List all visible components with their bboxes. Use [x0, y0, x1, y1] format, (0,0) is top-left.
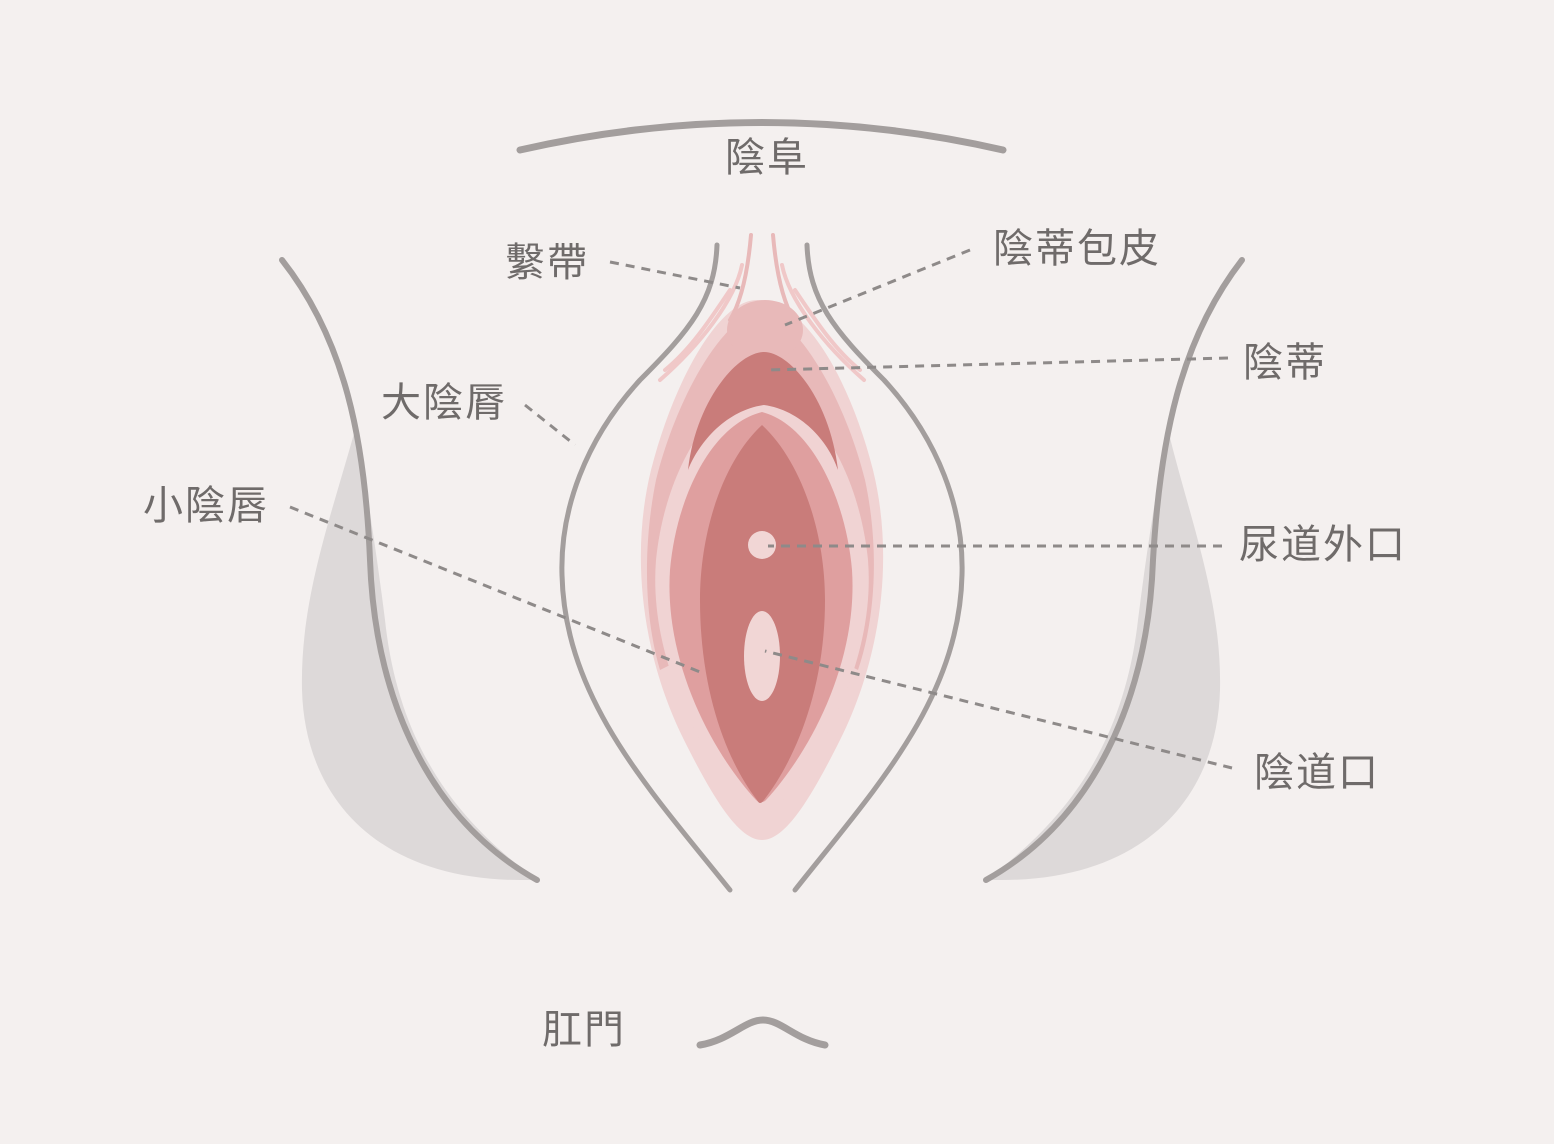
- left-thigh-outline: [279, 257, 540, 883]
- leader-frenulum: [609, 260, 741, 290]
- frenulum-strand: [771, 233, 796, 322]
- labia-majora-left: [559, 242, 733, 893]
- mons-arc: [516, 119, 1007, 154]
- clitoral-glans: [688, 352, 838, 470]
- right-thigh-outline: [983, 257, 1245, 883]
- frenulum-strand: [658, 263, 744, 382]
- labia-majora-right: [792, 242, 965, 893]
- frenulum-strand: [793, 288, 862, 372]
- label-vaginal-opening: 陰道口: [1254, 750, 1380, 796]
- leader-labia-majora: [524, 403, 576, 447]
- right-thigh-shadow: [986, 430, 1221, 880]
- label-anus: 肛門: [542, 1007, 626, 1053]
- anus-curve: [696, 1016, 829, 1049]
- frenulum-strand: [728, 233, 753, 322]
- leader-lines: [289, 248, 1233, 770]
- frenulum-strand: [780, 263, 866, 382]
- label-mons: 陰阜: [725, 135, 809, 181]
- leader-clitoris: [767, 356, 1229, 372]
- frenulum-strands: [658, 233, 866, 382]
- label-labia-majora: 大陰脣: [381, 380, 507, 426]
- label-clitoris: 陰蒂: [1243, 340, 1327, 386]
- label-labia-minora: 小陰唇: [143, 483, 269, 529]
- urethral-opening: [748, 531, 776, 559]
- leader-clitoral-hood: [784, 248, 971, 327]
- label-clitoral-hood: 陰蒂包皮: [993, 226, 1161, 272]
- leader-vaginal-opening: [764, 649, 1233, 770]
- label-urethral-opening: 尿道外口: [1239, 522, 1407, 568]
- label-frenulum: 繫帶: [505, 240, 589, 286]
- frenulum-strand: [663, 288, 732, 372]
- vaginal-opening: [744, 611, 780, 701]
- leader-labia-minora: [289, 505, 701, 674]
- left-thigh-shadow: [301, 430, 537, 880]
- clitoral-hood: [727, 300, 803, 360]
